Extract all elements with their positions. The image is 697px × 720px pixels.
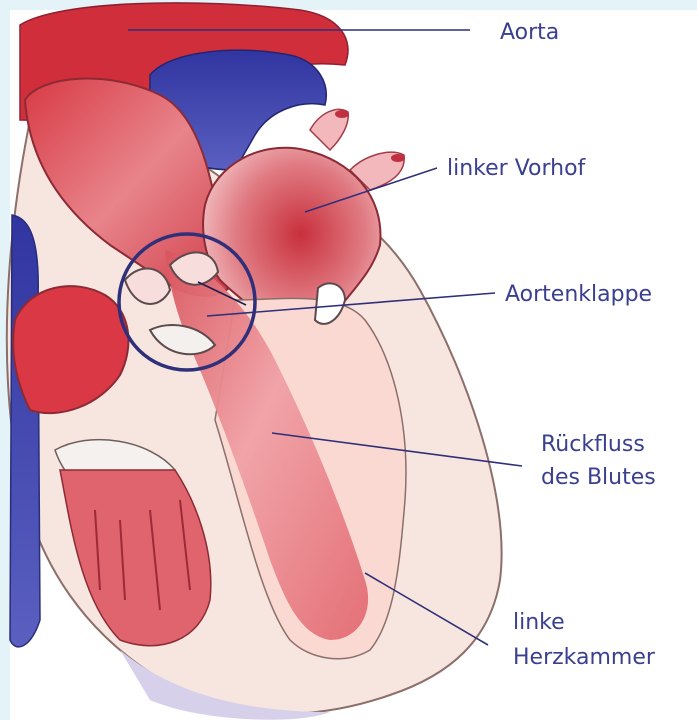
label-left-atrium: linker Vorhof <box>447 152 585 185</box>
vessel-stub-1-lumen <box>335 110 349 118</box>
papillary-muscles <box>60 470 211 646</box>
label-regurgitation-line1: Rückfluss <box>541 428 645 461</box>
label-regurgitation-line2: des Blutes <box>541 461 656 494</box>
label-left-ventricle-line2: Herzkammer <box>513 641 655 674</box>
label-aorta: Aorta <box>500 16 559 49</box>
label-aortic-valve: Aortenklappe <box>505 278 652 311</box>
vena-cava <box>10 215 40 647</box>
label-left-ventricle-line1: linke <box>513 606 565 639</box>
vessel-stub-2-lumen <box>391 154 405 162</box>
